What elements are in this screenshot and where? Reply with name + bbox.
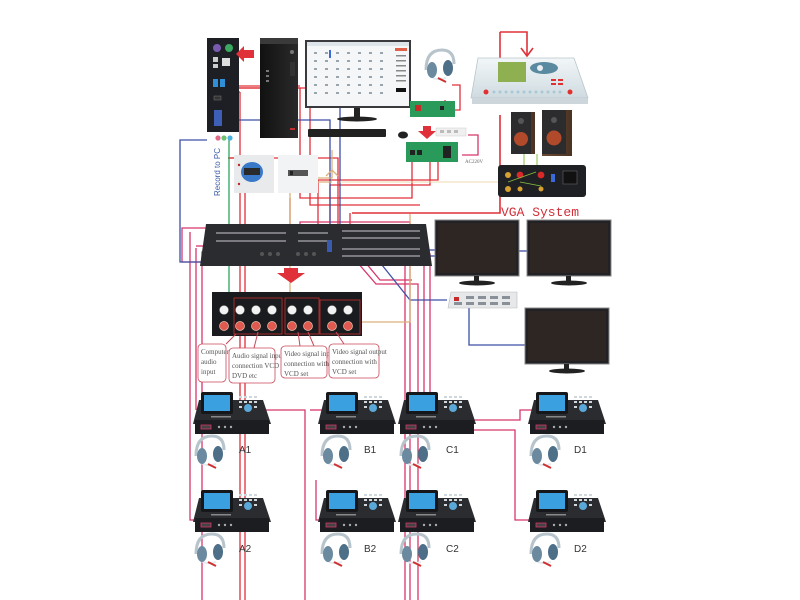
headset-icon [320, 434, 352, 470]
record-to-pc-label: Record to PC [213, 148, 222, 196]
arrow-down-icon [277, 268, 305, 283]
svg-text:C1: C1 [446, 445, 459, 456]
power-strip [435, 127, 467, 137]
pc-tower [260, 38, 298, 138]
station-d1: D1 [527, 391, 607, 470]
vga-monitor-3 [524, 307, 610, 374]
svg-text:audio: audio [201, 358, 217, 366]
svg-text:A2: A2 [239, 544, 252, 555]
station-d2: D2 [527, 489, 607, 568]
seat-grid [314, 52, 383, 94]
svg-text:Computer: Computer [201, 348, 230, 356]
svg-text:VCD set: VCD set [332, 368, 356, 376]
headset-adapter-board [410, 101, 455, 117]
svg-text:B1: B1 [364, 445, 377, 456]
svg-text:C2: C2 [446, 544, 459, 555]
headset-icon [194, 434, 226, 470]
power-board [406, 142, 458, 162]
main-control-box [200, 224, 432, 266]
speakers [511, 110, 572, 170]
headset-icon [320, 532, 352, 568]
svg-text:connection with: connection with [284, 360, 329, 368]
station-b1: B1 [317, 391, 397, 470]
svg-text:D2: D2 [574, 544, 587, 555]
svg-text:connection VCD: connection VCD [232, 362, 279, 370]
power-label: AC220V [465, 160, 483, 165]
svg-text:DVD etc: DVD etc [232, 372, 257, 380]
svg-text:connection with: connection with [332, 358, 377, 366]
amplifier-panel [498, 165, 586, 197]
callout-video-signal-output: Video signal output connection with VCD … [328, 331, 387, 379]
callout-video-signal-input: Video signal input connection with VCD s… [280, 331, 335, 379]
keyboard [308, 129, 386, 137]
headset-icon [399, 434, 431, 470]
headset-icon [194, 532, 226, 568]
svg-text:Video signal output: Video signal output [332, 348, 387, 356]
svg-text:D1: D1 [574, 445, 587, 456]
svg-text:B2: B2 [364, 544, 377, 555]
teacher-headset-icon [424, 48, 456, 84]
svg-text:VCD set: VCD set [284, 370, 308, 378]
station-b2: B2 [317, 489, 397, 568]
mouse [398, 131, 408, 139]
tan-arrow [325, 169, 339, 177]
callout-computer-audio: Computer audio input [197, 333, 237, 383]
pc-back-panel [207, 38, 239, 141]
headset-icon [399, 532, 431, 568]
teacher-controller [470, 57, 589, 104]
svg-text:Video signal input: Video signal input [284, 350, 335, 358]
station-c1: C1 [397, 391, 477, 470]
vga-system-label: VGA System [501, 205, 579, 220]
station-a1: A1 [192, 391, 272, 470]
svg-text:A1: A1 [239, 445, 252, 456]
av-input-panel [212, 292, 362, 336]
vga-monitor-2 [526, 219, 612, 286]
station-a2: A2 [192, 489, 272, 568]
svg-text:input: input [201, 368, 215, 376]
headset-icon [529, 434, 561, 470]
headset-icon [529, 532, 561, 568]
arrow-down-icon [418, 126, 436, 139]
svg-text:Audio signal input: Audio signal input [232, 352, 284, 360]
vga-monitor-1 [434, 219, 520, 286]
station-c2: C2 [397, 489, 477, 568]
wall-panel [234, 155, 318, 193]
vga-splitter [447, 291, 518, 309]
arrow-icon [236, 46, 254, 62]
teacher-monitor [305, 40, 411, 122]
callout-audio-signal-input: Audio signal input connection VCD DVD et… [228, 331, 284, 384]
